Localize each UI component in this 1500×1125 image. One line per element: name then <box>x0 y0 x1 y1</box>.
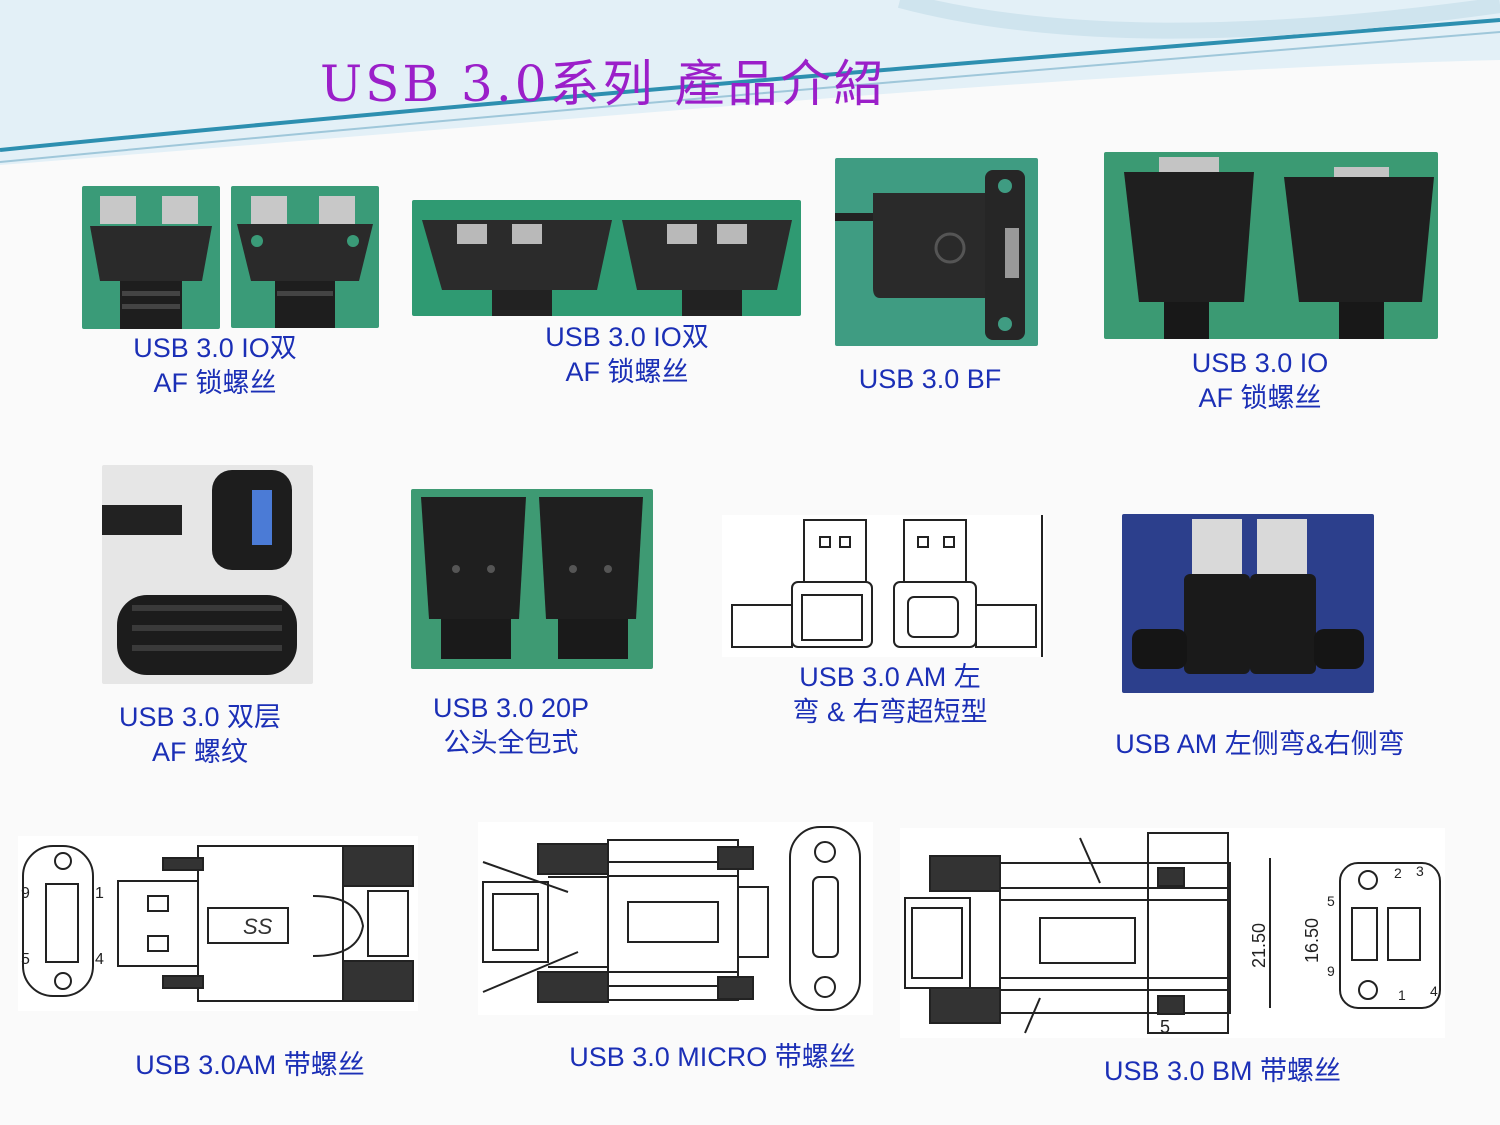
am-pin-5: 5 <box>21 951 30 968</box>
caption-dual-layer-af: USB 3.0 双层 AF 螺纹 <box>100 700 300 770</box>
drawing-am-with-screws: 9 1 5 4 SS <box>18 836 418 1011</box>
drawing-micro-with-screws <box>478 822 873 1015</box>
caption-line: USB 3.0AM 带螺丝 <box>135 1050 365 1080</box>
product-photo-io-af <box>1104 152 1438 339</box>
caption-line: USB 3.0 20P <box>432 693 590 723</box>
caption-line: USB AM 左侧弯&右侧弯 <box>1115 729 1405 759</box>
bm-pin-3: 3 <box>1416 863 1424 879</box>
caption-line: 弯 & 右弯超短型 <box>792 697 988 727</box>
caption-am-left-right-short: USB 3.0 AM 左 弯 & 右弯超短型 <box>770 660 1010 730</box>
bm-dim-21-50: 21.50 <box>1249 923 1269 968</box>
am-pin-1: 1 <box>95 885 104 902</box>
bm-dim-5: 5 <box>1160 1017 1170 1037</box>
caption-line: AF 锁螺丝 <box>565 357 689 387</box>
caption-micro-with-screws: USB 3.0 MICRO 带螺丝 <box>550 1040 875 1075</box>
am-pin-4: 4 <box>95 951 104 968</box>
product-photo-io-dual-af-1b <box>231 186 379 328</box>
caption-line: USB 3.0 BM 带螺丝 <box>1103 1056 1342 1086</box>
caption-line: AF 螺纹 <box>151 737 248 767</box>
caption-line: USB 3.0 双层 <box>118 702 282 732</box>
product-photo-io-dual-af-1a <box>82 186 220 329</box>
caption-line: USB 3.0 IO双 <box>133 333 297 363</box>
bm-pin-2: 2 <box>1394 865 1402 881</box>
drawing-am-left-right-short <box>722 515 1045 657</box>
product-photo-am-left-right-angle <box>1122 514 1374 693</box>
bm-dim-16-50: 16.50 <box>1302 918 1322 963</box>
svg-text:SS: SS <box>243 914 273 939</box>
bm-pin-5: 5 <box>1327 893 1335 909</box>
caption-line: USB 3.0 MICRO 带螺丝 <box>569 1042 856 1072</box>
caption-line: USB 3.0 AM 左 <box>799 662 981 692</box>
product-photo-io-dual-af-2 <box>412 200 801 316</box>
bm-pin-1: 1 <box>1398 987 1406 1003</box>
caption-bm-with-screws: USB 3.0 BM 带螺丝 <box>1090 1054 1355 1089</box>
am-pin-9: 9 <box>21 885 30 902</box>
bm-pin-9: 9 <box>1327 963 1335 979</box>
caption-20p-overmold: USB 3.0 20P 公头全包式 <box>411 691 611 761</box>
page-title: USB 3.0系列 產品介紹 <box>320 55 887 113</box>
caption-io-dual-af-1: USB 3.0 IO双 AF 锁螺丝 <box>115 331 315 401</box>
caption-line: 公头全包式 <box>443 728 579 758</box>
caption-bf: USB 3.0 BF <box>840 362 1020 397</box>
header-swoosh <box>0 0 1500 165</box>
drawing-bm-with-screws: 21.50 16.50 5 2 3 5 9 1 4 <box>900 828 1445 1038</box>
caption-line: AF 锁螺丝 <box>153 368 277 398</box>
product-photo-bf <box>835 158 1038 346</box>
caption-io-af: USB 3.0 IO AF 锁螺丝 <box>1170 346 1350 416</box>
caption-line: AF 锁螺丝 <box>1198 383 1322 413</box>
bm-pin-4: 4 <box>1430 983 1438 999</box>
caption-line: USB 3.0 IO双 <box>545 322 709 352</box>
product-photo-dual-layer-af <box>102 465 313 684</box>
caption-am-with-screws: USB 3.0AM 带螺丝 <box>120 1048 380 1083</box>
caption-line: USB 3.0 BF <box>858 364 1002 394</box>
caption-line: USB 3.0 IO <box>1191 348 1329 378</box>
product-photo-20p-overmold <box>411 489 653 669</box>
caption-am-left-right-angle: USB AM 左侧弯&右侧弯 <box>1090 727 1430 762</box>
caption-io-dual-af-2: USB 3.0 IO双 AF 锁螺丝 <box>527 320 727 390</box>
